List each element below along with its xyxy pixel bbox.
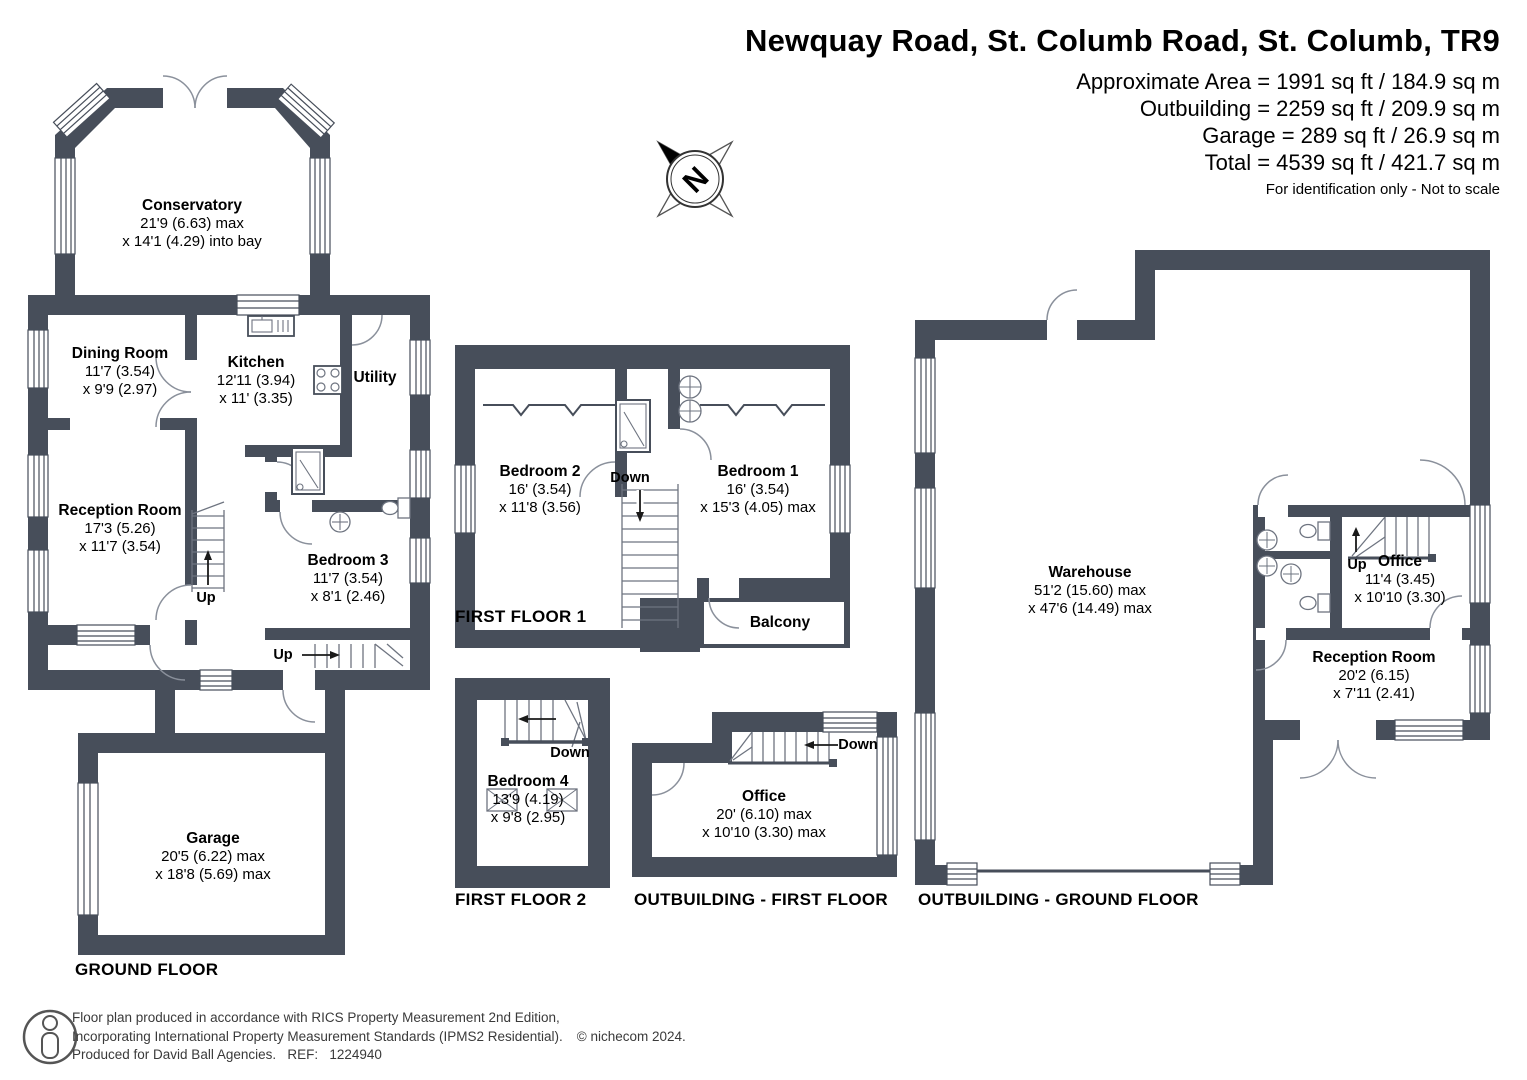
room-label-garage: Garage 20'5 (6.22) max x 18'8 (5.69) max	[155, 830, 271, 883]
room-label-kitchen: Kitchen 12'11 (3.94) x 11' (3.35)	[216, 354, 296, 407]
person-icon	[22, 1009, 78, 1065]
area-line-total: Total = 4539 sq ft / 421.7 sq m	[1204, 150, 1500, 175]
room-label-reception-room: Reception Room 17'3 (5.26) x 11'7 (3.54)	[58, 502, 182, 555]
footer-copyright: © nichecom 2024.	[576, 1028, 686, 1044]
stair-label-down-outbuilding: Down	[838, 737, 878, 753]
floor-label-first-1: FIRST FLOOR 1	[455, 607, 587, 626]
stair-label-up-hall: Up	[273, 647, 293, 663]
area-line-approximate: Approximate Area = 1991 sq ft / 184.9 sq…	[1076, 69, 1500, 94]
area-summary: Approximate Area = 1991 sq ft / 184.9 sq…	[745, 68, 1500, 176]
outbuilding-first-floor-plan	[632, 711, 898, 877]
footer-ipms-text: Incorporating International Property Mea…	[72, 1028, 563, 1044]
room-label-conservatory: Conservatory 21'9 (6.63) max x 14'1 (4.2…	[122, 197, 262, 250]
floor-label-first-2: FIRST FLOOR 2	[455, 890, 587, 909]
outbuilding-ground-floor-plan	[914, 250, 1491, 886]
room-label-outbuilding-reception: Reception Room 20'2 (6.15) x 7'11 (2.41)	[1312, 649, 1436, 702]
room-label-balcony: Balcony	[749, 614, 811, 631]
footer: Floor plan produced in accordance with R…	[72, 1009, 686, 1065]
first-floor-1-plan	[454, 345, 851, 652]
footer-line-1: Floor plan produced in accordance with R…	[72, 1010, 560, 1025]
room-label-bedroom-2: Bedroom 2 16' (3.54) x 11'8 (3.56)	[499, 463, 581, 516]
room-label-warehouse: Warehouse 51'2 (15.60) max x 47'6 (14.49…	[1028, 564, 1152, 617]
room-label-outbuilding-office-ground: Office 11'4 (3.45) x 10'10 (3.30)	[1354, 553, 1446, 606]
floor-label-outbuilding-ground: OUTBUILDING - GROUND FLOOR	[918, 890, 1199, 909]
room-label-dining-room: Dining Room 11'7 (3.54) x 9'9 (2.97)	[71, 345, 169, 398]
compass-north-icon: N	[656, 140, 734, 218]
area-line-outbuilding: Outbuilding = 2259 sq ft / 209.9 sq m	[1139, 96, 1500, 121]
footer-line-2: Incorporating International Property Mea…	[72, 1028, 686, 1047]
stair-label-up-main: Up	[196, 590, 216, 606]
header: Newquay Road, St. Columb Road, St. Colum…	[745, 22, 1500, 200]
ground-floor-plan	[27, 75, 431, 955]
area-line-garage: Garage = 289 sq ft / 26.9 sq m	[1202, 123, 1500, 148]
stair-label-down-ff1: Down	[610, 470, 650, 486]
stair-label-down-ff2: Down	[550, 745, 590, 761]
first-floor-2-plan	[455, 678, 610, 888]
scale-disclaimer: For identification only - Not to scale	[1265, 181, 1500, 198]
room-label-bedroom-3: Bedroom 3 11'7 (3.54) x 8'1 (2.46)	[307, 552, 389, 605]
page-title: Newquay Road, St. Columb Road, St. Colum…	[745, 23, 1500, 58]
floor-label-ground: GROUND FLOOR	[75, 960, 219, 979]
room-label-utility: Utility	[353, 369, 397, 386]
room-label-bedroom-4: Bedroom 4 13'9 (4.19) x 9'8 (2.95)	[487, 773, 569, 826]
floor-label-outbuilding-first: OUTBUILDING - FIRST FLOOR	[634, 890, 888, 909]
room-label-bedroom-1: Bedroom 1 16' (3.54) x 15'3 (4.05) max	[700, 463, 816, 516]
room-label-outbuilding-office-first: Office 20' (6.10) max x 10'10 (3.30) max	[702, 788, 826, 841]
footer-line-3: Produced for David Ball Agencies. REF: 1…	[72, 1047, 382, 1062]
stair-label-up-outbuilding: Up	[1347, 557, 1367, 573]
